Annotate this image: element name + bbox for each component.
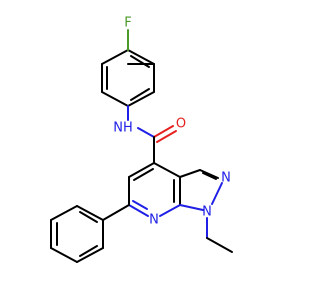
atom-pyrazole-n2: N bbox=[221, 171, 231, 186]
pyrazole-ring bbox=[179, 169, 223, 211]
carbonyl bbox=[153, 125, 177, 143]
atom-amide-nh: NH bbox=[113, 121, 133, 136]
pyridine-ring bbox=[128, 162, 181, 217]
n-c-bond bbox=[137, 127, 155, 138]
atom-carbonyl-oxygen: O bbox=[176, 117, 186, 132]
c6-phenyl-bond bbox=[102, 204, 130, 221]
structure-canvas: F NH O N N N bbox=[50, 16, 233, 263]
atom-fluorine: F bbox=[124, 16, 131, 31]
fluorophenyl-ring bbox=[101, 49, 155, 107]
phenyl-ring bbox=[50, 205, 104, 263]
molecule-drawing: F NH O N N N bbox=[50, 16, 233, 263]
ethyl-group bbox=[206, 217, 233, 253]
atom-pyridine-n7: N bbox=[149, 213, 159, 228]
atom-pyrazole-n1: N bbox=[202, 205, 212, 220]
